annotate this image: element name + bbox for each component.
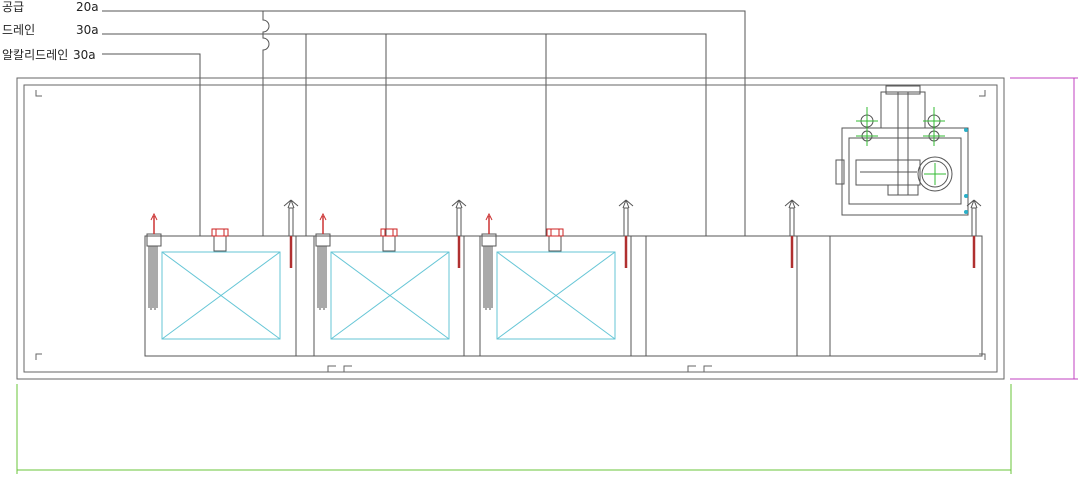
- tank-3-inner: [496, 251, 616, 340]
- fitting-1: [211, 228, 229, 252]
- pipe-label-supply-name: 공급: [2, 0, 24, 14]
- pipe-label-drain-name: 드레인: [2, 23, 35, 37]
- tank-row: [144, 235, 983, 357]
- fitting-2: [380, 228, 398, 252]
- alkali-drain-pipe-line: [102, 53, 201, 236]
- dimension-vertical: [1010, 77, 1078, 380]
- pipe-label-alkali-drain: 알칼리드레인 30a: [2, 48, 96, 62]
- pipe-label-supply: 공급 20a: [2, 0, 99, 14]
- pipe-label-alkali-drain-size: 30a: [73, 48, 96, 62]
- tank-2-inner: [330, 251, 450, 340]
- heater-2: [315, 212, 331, 310]
- heater-1: [146, 212, 162, 310]
- level-sensor-3: [618, 199, 634, 268]
- pipe-label-supply-size: 20a: [76, 0, 99, 14]
- pipe-label-drain-size: 30a: [76, 23, 99, 37]
- tank-1-inner: [161, 251, 281, 340]
- pipe-label-alkali-drain-name: 알칼리드레인: [2, 48, 68, 62]
- level-sensor-1: [283, 199, 299, 268]
- level-sensor-5: [966, 199, 982, 268]
- pipe-label-drain: 드레인 30a: [2, 23, 99, 37]
- heater-3: [481, 212, 497, 310]
- pump-centerlines: [856, 107, 946, 185]
- level-sensor-2: [451, 199, 467, 268]
- pump-points: [964, 128, 968, 214]
- pump-assembly: [835, 85, 969, 216]
- fitting-3: [546, 228, 564, 252]
- drain-pipe-line: [102, 33, 707, 236]
- cabinet-frame: [16, 77, 1005, 380]
- dimension-horizontal: [16, 384, 1012, 474]
- level-sensor-4: [784, 199, 800, 268]
- supply-pipe-line: [102, 10, 746, 236]
